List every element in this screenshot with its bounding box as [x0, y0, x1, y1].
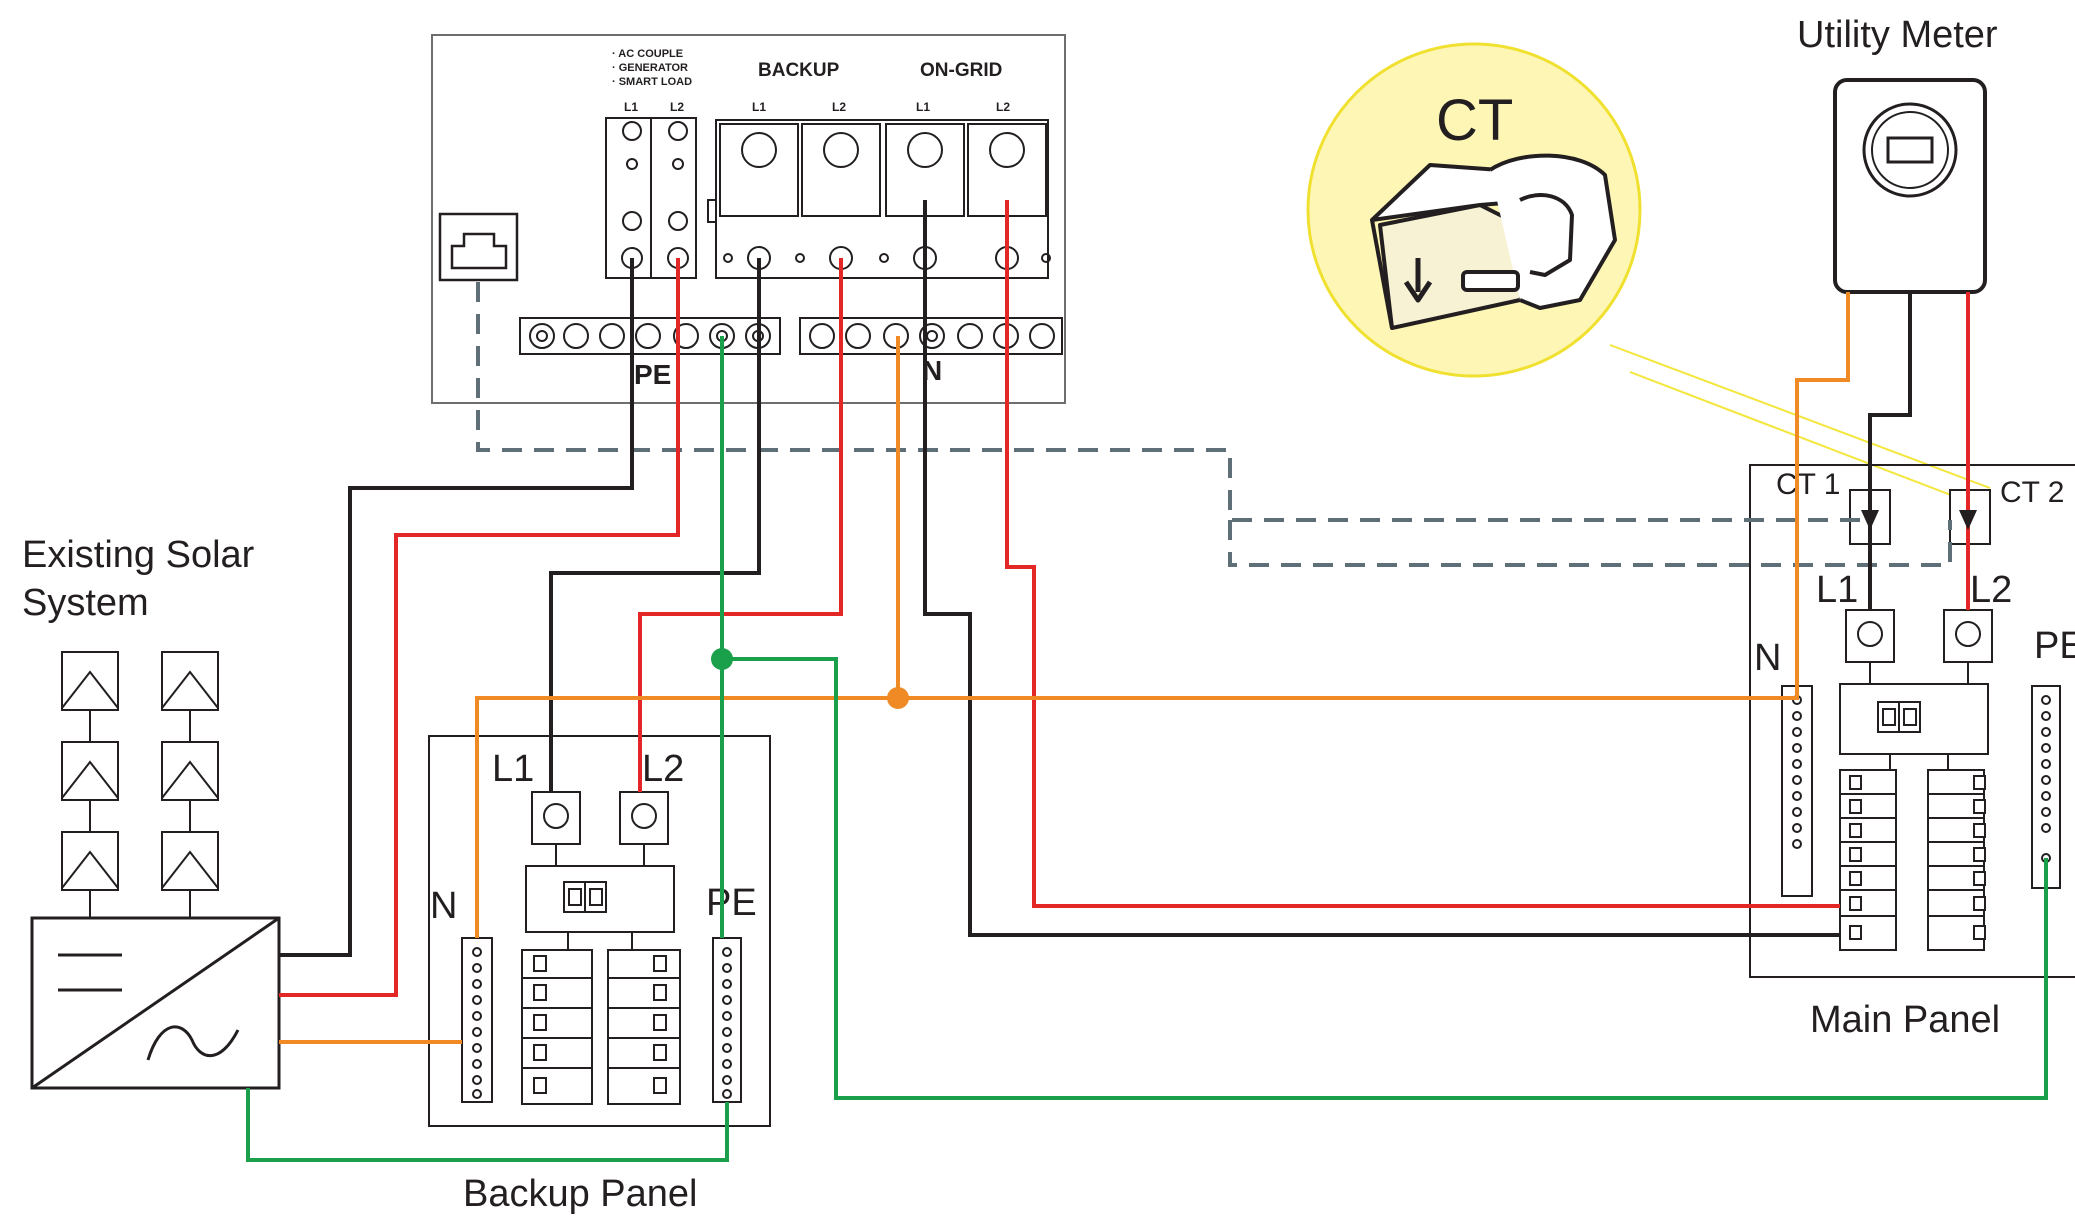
junction-dot-neutral	[887, 687, 909, 709]
backup-panel-n: N	[430, 885, 457, 927]
terminal-label: L2	[996, 100, 1010, 114]
ongrid-header: ON-GRID	[920, 60, 1002, 81]
utility-meter-label: Utility Meter	[1797, 14, 1998, 56]
ct-callout: CT	[1306, 42, 1991, 511]
ct2-label: CT 2	[2000, 476, 2064, 509]
ct-arrow-icons	[1861, 510, 1977, 530]
wire-black-ac-couple-l1	[279, 258, 634, 957]
ct-clamp-icon	[1370, 153, 1617, 330]
existing-solar-system: Existing Solar System	[22, 534, 281, 1090]
solar-panel-icon	[61, 651, 219, 918]
ac-couple-terminal-block	[605, 117, 697, 279]
port-ac-couple: · AC COUPLE	[612, 48, 683, 60]
backup-panel-label: Backup Panel	[463, 1173, 698, 1215]
main-panel-l2: L2	[1970, 569, 2012, 611]
main-panel-n: N	[1754, 637, 1781, 679]
backup-header: BACKUP	[758, 60, 840, 81]
wire-green-ground	[246, 1088, 729, 1162]
existing-solar-label: Existing Solar	[22, 534, 255, 576]
terminal-label: L2	[832, 100, 846, 114]
junction-dot-ground	[711, 648, 733, 670]
backup-panel: L1 L2 N PE Backup Panel	[428, 735, 771, 1215]
terminal-label: L1	[916, 100, 930, 114]
utility-meter: Utility Meter	[1797, 14, 1998, 294]
main-panel: CT 1 CT 2 L1 L2 N PE Main Panel	[1749, 464, 2075, 1041]
backup-pe-bar	[712, 937, 742, 1103]
backup-n-bar	[461, 937, 493, 1103]
communication-wire	[476, 282, 1952, 567]
terminal-label: L1	[752, 100, 766, 114]
terminal-label: L2	[670, 100, 684, 114]
wire-red-ac-couple-l2	[279, 258, 680, 997]
solar-inverter-icon	[30, 916, 281, 1090]
inverter-terminal-box: · AC COUPLE · GENERATOR · SMART LOAD BAC…	[431, 34, 1066, 404]
main-breaker-assembly	[1839, 609, 1993, 951]
ct-callout-label: CT	[1436, 88, 1513, 153]
wire-black-ongrid-l1	[923, 200, 1840, 937]
wire-red-ongrid-l2	[1005, 200, 1840, 908]
main-n-bar	[1781, 685, 1813, 897]
terminal-label: L1	[624, 100, 638, 114]
wire-black-backup-l1	[549, 258, 761, 792]
main-panel-label: Main Panel	[1810, 999, 2000, 1041]
wire-orange-neutral	[475, 686, 1799, 938]
n-bus-bar	[799, 317, 1063, 355]
wire-green-ground	[722, 657, 2048, 1100]
n-bar-label: N	[922, 355, 942, 386]
backup-panel-l1: L1	[492, 748, 534, 790]
port-smart-load: · SMART LOAD	[612, 76, 692, 88]
main-panel-l1: L1	[1816, 569, 1858, 611]
wire-red-backup-l2	[638, 258, 843, 792]
wire-orange-meter-neutral	[1795, 292, 1850, 686]
backup-panel-pe: PE	[706, 882, 757, 924]
ct1-label: CT 1	[1776, 468, 1840, 501]
rj45-port-icon	[438, 212, 519, 282]
main-pe-bar	[2031, 685, 2061, 889]
port-generator: · GENERATOR	[612, 62, 688, 74]
main-panel-pe: PE	[2034, 625, 2075, 667]
pe-bar-label: PE	[634, 359, 671, 390]
existing-solar-label: System	[22, 582, 149, 624]
backup-panel-l2: L2	[642, 748, 684, 790]
backup-breaker-assembly	[521, 791, 681, 1105]
